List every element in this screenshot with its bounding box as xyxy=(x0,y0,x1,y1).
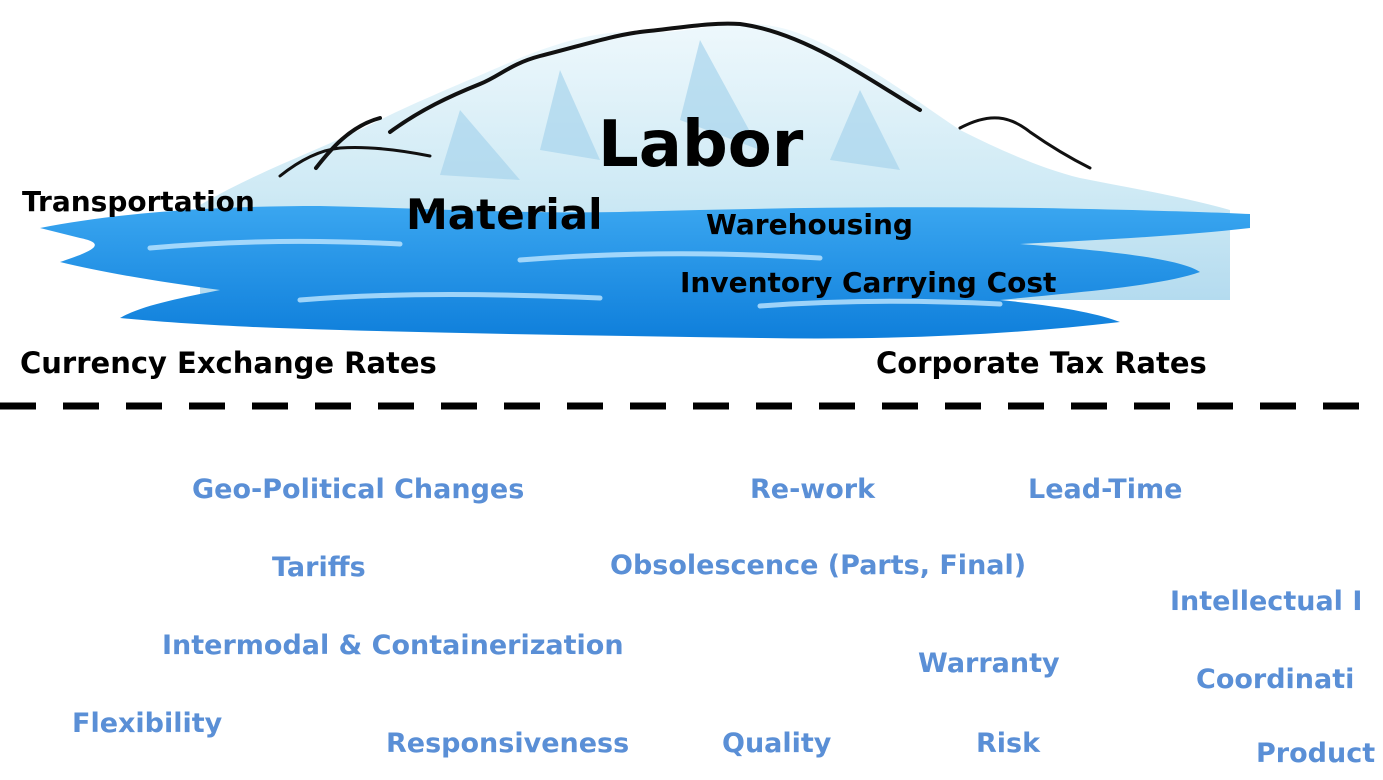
label-obsolescence: Obsolescence (Parts, Final) xyxy=(610,550,1027,581)
label-quality: Quality xyxy=(722,728,832,759)
water-highlights xyxy=(147,238,1003,309)
label-product: Product xyxy=(1256,738,1376,769)
label-geo-political-changes: Geo-Political Changes xyxy=(192,474,525,505)
iceberg-outline-right xyxy=(958,116,1092,170)
water xyxy=(40,206,1250,339)
iceberg-outline-left xyxy=(278,145,432,178)
label-responsiveness: Responsiveness xyxy=(386,728,630,759)
label-warehousing: Warehousing xyxy=(706,208,913,241)
label-lead-time: Lead-Time xyxy=(1028,474,1183,505)
label-intellectual: Intellectual I xyxy=(1170,586,1363,617)
label-corporate-tax-rates: Corporate Tax Rates xyxy=(876,346,1207,380)
label-currency-exchange-rates: Currency Exchange Rates xyxy=(20,346,437,380)
label-risk: Risk xyxy=(976,728,1041,759)
ice-shading xyxy=(440,40,900,180)
label-transportation: Transportation xyxy=(22,185,255,218)
label-re-work: Re-work xyxy=(750,474,876,505)
label-tariffs: Tariffs xyxy=(272,552,366,583)
label-material: Material xyxy=(406,190,603,239)
label-coordination: Coordinati xyxy=(1196,664,1355,695)
label-labor: Labor xyxy=(598,108,804,182)
label-inventory-carrying-cost: Inventory Carrying Cost xyxy=(680,266,1057,299)
label-warranty: Warranty xyxy=(918,648,1060,679)
iceberg-outline xyxy=(314,21,922,170)
label-flexibility: Flexibility xyxy=(72,708,223,739)
label-intermodal: Intermodal & Containerization xyxy=(162,630,624,661)
